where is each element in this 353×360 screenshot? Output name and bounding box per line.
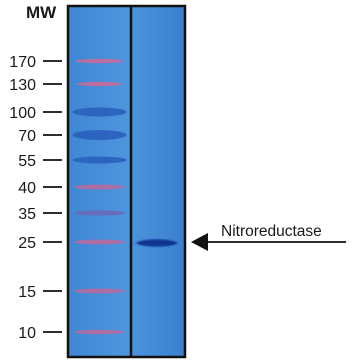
marker-band-170	[75, 58, 124, 64]
marker-label-40: 40	[18, 180, 36, 197]
marker-band-10	[73, 329, 126, 335]
marker-label-70: 70	[18, 128, 36, 145]
marker-label-25: 25	[18, 235, 36, 252]
marker-band-40	[73, 184, 126, 190]
marker-label-130: 130	[9, 77, 36, 94]
annotation-arrow	[191, 233, 346, 251]
marker-label-100: 100	[9, 105, 36, 122]
marker-label-170: 170	[9, 54, 36, 71]
nitroreductase-band-core	[137, 240, 177, 246]
marker-band-15	[73, 288, 126, 294]
marker-band-100	[72, 107, 127, 117]
gel-frame	[66, 4, 187, 359]
marker-band-130	[76, 81, 123, 87]
marker-band-25	[73, 239, 126, 245]
marker-labels: 170 130 100 70 55 40 35 25 15 10	[9, 54, 62, 342]
marker-label-35: 35	[18, 206, 36, 223]
marker-lane	[72, 58, 127, 335]
marker-label-10: 10	[18, 325, 36, 342]
mw-title: MW	[26, 3, 57, 22]
marker-label-15: 15	[18, 284, 36, 301]
marker-band-70	[72, 130, 127, 140]
gel-background	[68, 6, 185, 357]
marker-label-55: 55	[18, 153, 36, 170]
marker-band-55	[72, 156, 127, 164]
marker-band-35	[73, 210, 126, 216]
annotation-label: Nitroreductase	[221, 223, 322, 240]
